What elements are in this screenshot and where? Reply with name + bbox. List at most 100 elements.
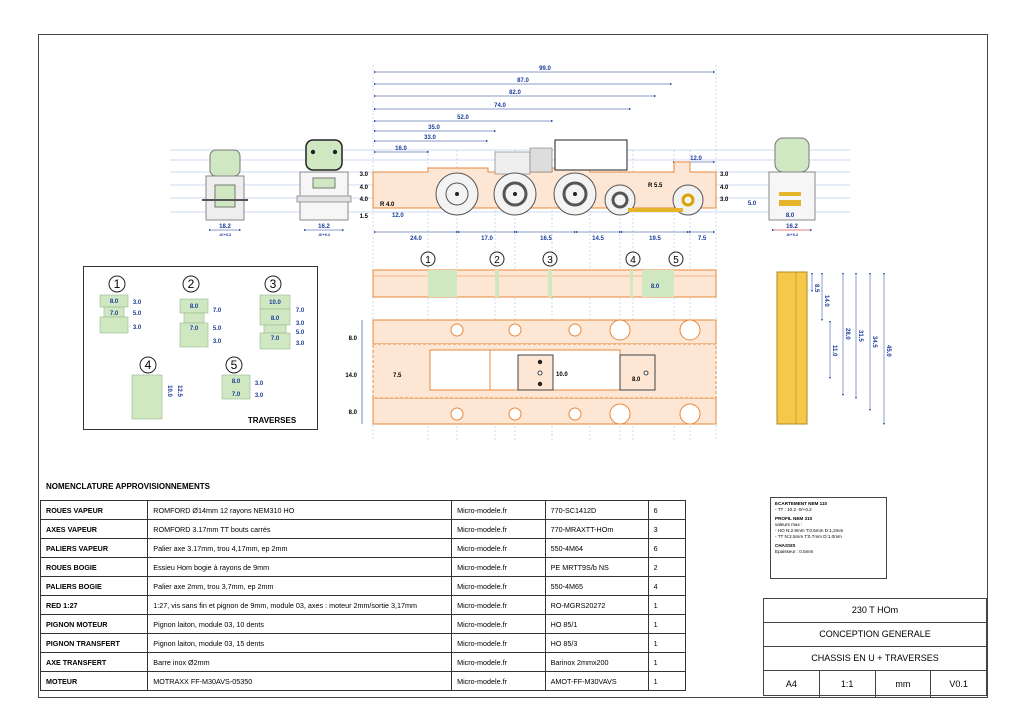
t2-d2: 7.0 [213,308,222,314]
cell-cat: PALIERS BOGIE [39,576,149,596]
note-profil-ho: - HO N:2.9mm T:0.5mm D:1,2mm [775,527,844,533]
cell-cat: PIGNON MOTEUR [39,614,149,634]
cell-desc: ROMFORD 3.17mm TT bouts carrés [147,519,453,539]
dim-33: 33.0 [424,135,436,141]
end-dim-2: 16.2 [318,224,330,230]
tb-version: V0.1 [949,679,968,689]
tb-unit: mm [876,671,932,697]
cell-cat: AXES VAPEUR [39,519,149,539]
side-view [372,139,717,216]
cell-ref: PE MRTT9S/b NS [544,557,649,577]
dim-35: 35.0 [428,125,440,131]
t5-d3: 3.0 [255,393,264,399]
strip-dim-8: 8.0 [651,284,660,290]
cell-ref: Barinox 2mmx200 [544,652,649,672]
chassis-dim-8b: 8.0 [349,410,358,416]
cell-supplier: Micro-modele.fr [451,633,546,653]
dim-74: 74.0 [494,103,506,109]
cell-ref: HO 85/3 [544,633,649,653]
end-view-3 [768,137,816,232]
h-1-5: 1.5 [360,214,369,220]
note-ecartement-title: ECARTEMENT NEM 110 [775,501,828,506]
note-profil-tt: - TT N:2.5mm T:0.7mm D:1.0mm [775,533,842,539]
note-ecartement-tt: - TT : 10.2 -0/+0.2 [775,506,812,512]
strip-num-3: 3 [547,255,553,266]
title-block: 230 T HOm CONCEPTION GENERALE CHASSIS EN… [763,598,987,697]
traverses-panel: 1 2 3 4 5 8.0 7.0 3.0 5.0 3.0 8.0 7.0 7 [83,266,318,430]
cell-ref: 550-4M64 [544,538,649,558]
h-right-3: 3.0 [720,172,729,178]
t3-d2: 7.0 [271,336,280,342]
cell-qty: 1 [647,652,687,672]
traverses-title: TRAVERSES [248,416,297,425]
tb-subtitle: CONCEPTION GENERALE [764,623,986,647]
dim-52: 52.0 [457,115,469,121]
end-tol-3: -0/+0.2 [786,232,799,237]
strip-num-4: 4 [630,255,636,266]
side-plate-view [776,271,808,425]
dim-12-top: 12.0 [690,156,702,162]
cell-cat: RED 1:27 [39,595,149,615]
t4-d1: 12.5 [176,385,182,397]
trav-num-3: 3 [270,277,277,291]
t3-d3: 7.0 [296,308,305,314]
nomenclature-title: NOMENCLATURE APPROVISIONNEMENTS [46,482,211,491]
technical-drawing: 99.0 87.0 82.0 74.0 52.0 35.0 33.0 16.0 … [170,65,891,440]
tb-format: A4 [764,671,820,697]
t4-d0: 10.0 [166,385,172,397]
bdim-16-5: 16.5 [540,236,552,242]
t3-d4: 3.0 [296,321,305,327]
cell-cat: AXE TRANSFERT [39,652,149,672]
side-dim-8-5: 8.5 [813,284,819,293]
note-profil-sub: valeurs max : [775,522,803,528]
traverses-drawing: 1 2 3 4 5 8.0 7.0 3.0 5.0 3.0 8.0 7.0 7 [99,275,305,425]
cell-qty: 1 [647,633,687,653]
cell-supplier: Micro-modele.fr [451,538,546,558]
strip-num-1: 1 [425,255,431,266]
note-chassis-title: CHASSIS [775,543,796,549]
cell-desc: Pignon laiton, module 03, 15 dents [147,633,453,653]
traverse-strip [372,269,717,298]
cell-ref: AMOT-FF-M30VAVS [544,671,649,691]
tb-scale: 1:1 [820,671,876,697]
h-3: 3.0 [360,172,369,178]
cell-desc: ROMFORD Ø14mm 12 rayons NEM310 HO [147,500,453,520]
bdim-7-5: 7.5 [698,236,707,242]
cell-ref: RO-MGRS20272 [544,595,649,615]
cell-ref: 770-MRAXTT-HOm [544,519,649,539]
side-dim-45: 45.0 [885,345,891,357]
t2-d4: 3.0 [213,339,222,345]
tb-part: CHASSIS EN U + TRAVERSES [764,647,986,671]
cell-qty: 6 [647,538,687,558]
dim-left-12: 12.0 [392,213,404,219]
cell-supplier: Micro-modele.fr [451,614,546,634]
cell-desc: Pignon laiton, module 03, 10 dents [147,614,453,634]
cell-cat: PIGNON TRANSFERT [39,633,149,653]
chassis-inner-10: 10.0 [556,372,568,378]
t5-d1: 7.0 [232,392,241,398]
cell-supplier: Micro-modele.fr [451,500,546,520]
t3-d6: 3.0 [296,341,305,347]
bdim-17: 17.0 [481,236,493,242]
cell-qty: 6 [647,500,687,520]
dim-82: 82.0 [509,90,521,96]
strip-num-2: 2 [494,255,500,266]
cell-supplier: Micro-modele.fr [451,576,546,596]
side-dim-28: 28.0 [844,328,850,340]
h-4a: 4.0 [360,185,369,191]
side-dim-14: 14.0 [823,295,829,307]
radius-right: R 5.5 [648,183,663,189]
cell-supplier: Micro-modele.fr [451,671,546,691]
trav-num-5: 5 [231,358,238,372]
trav-num-1: 1 [114,277,121,291]
h-right-3b: 3.0 [720,197,729,203]
h-4b: 4.0 [360,197,369,203]
